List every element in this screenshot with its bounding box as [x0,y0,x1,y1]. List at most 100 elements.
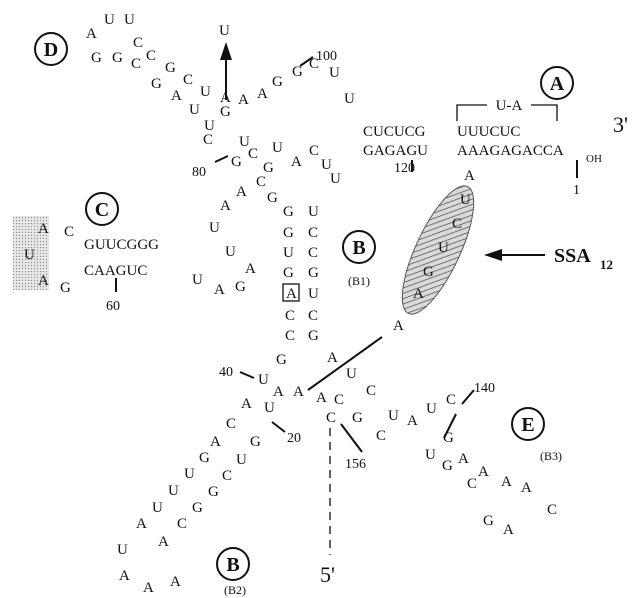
nt: G [263,160,274,176]
nt: U [152,500,163,516]
nt: A [143,580,154,596]
nt: C [146,48,156,64]
number-100: 100 [316,49,337,64]
nt: A [38,221,49,237]
nt: G [60,280,71,296]
e-stem-link [443,413,457,439]
nt: U [321,157,332,173]
nt: U [426,401,437,417]
domain-e: 140 C G U G A C A A A C A G E (B3) [425,381,562,538]
nt: G [352,410,363,426]
nt: C [309,143,319,159]
nt: G [483,513,494,529]
nt: G [151,76,162,92]
nt: G [283,265,294,281]
domain-b1: G G U G U C C G A U C C C G G A C G U U … [256,157,376,368]
tick-100 [299,56,314,67]
nt: C [308,245,318,261]
domain-b2: A C G A U G C U G U G U C A A U A A A B … [117,396,261,597]
nt: A [238,92,249,108]
nt: C [452,216,462,232]
nt: U [283,245,294,261]
nt: A [136,516,147,532]
nt: G [272,74,283,90]
nt: G [283,204,294,220]
c-loop-shading [13,216,49,290]
nt: U [308,286,319,302]
nt: U [425,447,436,463]
nt: C [183,72,193,88]
nt: C [248,146,258,162]
nt: C [308,308,318,324]
domain-c-circle [85,192,119,226]
nt: A [245,261,256,277]
nt: C [446,392,456,408]
nt: U [225,244,236,260]
nt: A [413,286,424,302]
nt: U [168,483,179,499]
nt: U [124,12,135,28]
number-80: 80 [192,165,206,180]
nt: A [464,168,475,184]
ssa12-hatch [401,185,475,315]
nt: U [200,84,211,100]
nt: G [283,225,294,241]
number-120: 120 [394,161,415,176]
nt: A [521,480,532,496]
nt: A [119,568,130,584]
tick-156 [340,423,363,453]
nt: A [503,522,514,538]
nt: U [209,220,220,236]
nt: G [208,484,219,500]
nt: G [112,50,123,66]
boxed-nucleotide: A [286,286,297,302]
number-1: 1 [573,183,580,198]
nt: U [330,171,341,187]
c-top-strand: GUUCGGG [84,237,159,253]
ssa12-binding-region: U C U G A SSA 12 [401,185,613,315]
nt: C [366,383,376,399]
number-60: 60 [106,299,120,314]
nt: C [285,328,295,344]
nt: A [220,198,231,214]
nt: A [214,282,225,298]
nt: A [236,184,247,200]
nt: U [204,118,215,134]
nt: G [250,434,261,450]
nt: C [64,224,74,240]
domain-e-circle [511,407,545,441]
domain-a-label: A [550,73,565,95]
nt: A [501,474,512,490]
nt: U [104,12,115,28]
nt: G [199,450,210,466]
domain-b1-circle [342,230,376,264]
domain-a: A U-A CUCUCG UUUCUC GAGAGU AAAGAGACCA OH… [363,66,628,198]
domain-c-label: C [95,199,109,221]
nt: U [344,91,355,107]
nt: U [346,366,357,382]
nt: G [192,500,203,516]
ssa12-subscript: 12 [600,257,613,272]
domain-e-sublabel: (B3) [540,449,562,463]
nt: G [220,104,231,120]
nt: G [443,430,454,446]
nt: U [239,134,250,150]
nt: C [547,502,557,518]
five-prime-end: 5' [320,562,335,587]
three-prime-end: 3' [613,112,628,137]
tick-80 [214,155,229,163]
nt: G [292,64,303,80]
nt: U [308,204,319,220]
domain-b1-sublabel: (B1) [348,274,370,288]
ssa12-arrow-head [484,249,502,261]
nt: U [219,23,230,39]
nt: A [458,451,469,467]
junction-link [307,336,383,391]
nt: G [235,279,246,295]
nt: C [131,56,141,72]
nt: C [133,35,143,51]
nt: U [117,542,128,558]
nt: A [273,384,284,400]
domain-a-circle [540,66,574,100]
